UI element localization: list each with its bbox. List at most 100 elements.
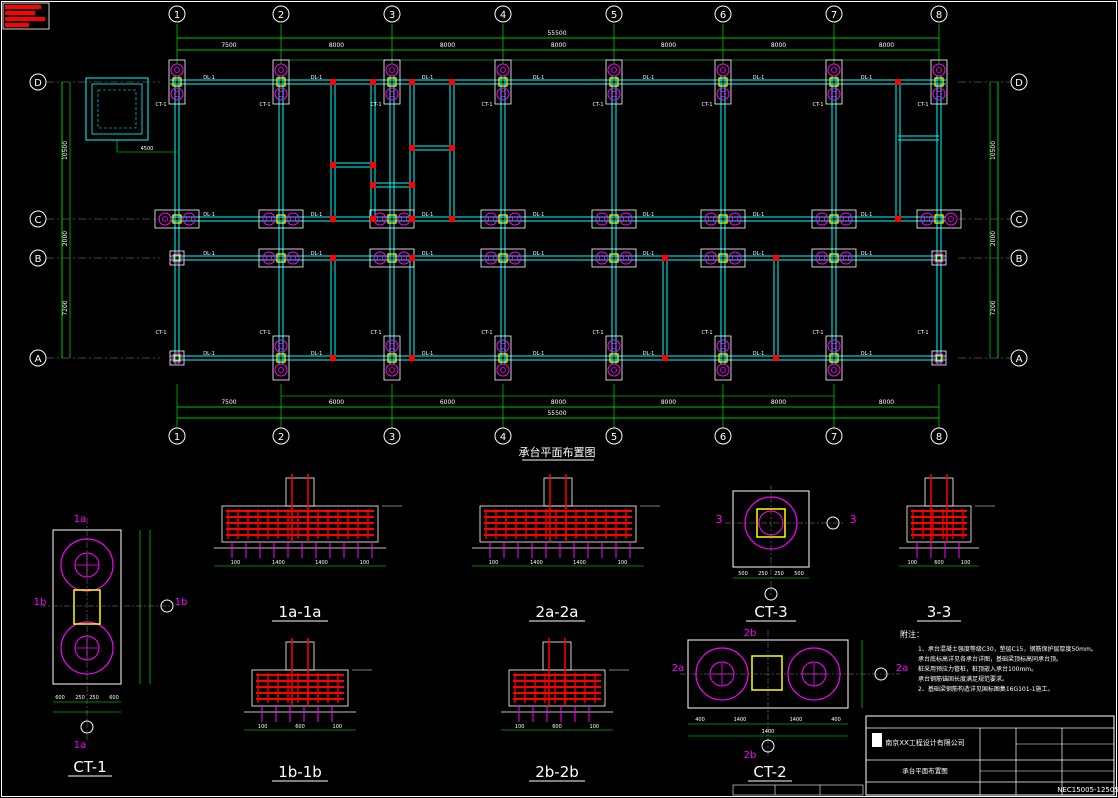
dim-top-0: 7500	[221, 42, 236, 49]
cap-label-d-1: CT-1	[259, 102, 270, 108]
cap-b-6-pile-0	[815, 251, 829, 265]
section-1b-dim-0: 100	[258, 724, 268, 730]
stub-column-22	[409, 145, 415, 151]
beam-label-c-0: DL-1	[203, 212, 215, 218]
cap-b-3-pile-core-1	[512, 255, 518, 261]
dim-left-1: 2000	[62, 231, 69, 246]
axis-label-bottom-0: 1	[174, 432, 180, 443]
cap-d-0-column	[172, 77, 182, 87]
cap-b-0	[169, 250, 185, 266]
cap-label-a-5: CT-1	[701, 330, 712, 336]
cap-d-5-column	[718, 77, 728, 87]
cap-c-0-pile-1	[182, 212, 196, 226]
section-3-dim-0: 100	[908, 560, 918, 566]
cap-c-0-outline	[154, 209, 200, 229]
beam-label-b-2: DL-1	[422, 251, 434, 257]
cap-a-4	[605, 335, 623, 381]
beam-label-b-4: DL-1	[643, 251, 655, 257]
axis-label-bottom-5: 6	[720, 432, 726, 443]
axis-label-top-4: 5	[611, 10, 617, 21]
cap-b-6-outline	[811, 248, 857, 268]
cap-d-2-pile-core-1	[389, 91, 395, 97]
section-2b-dim-2: 100	[590, 724, 600, 730]
beam-label-c-5: DL-1	[753, 212, 765, 218]
stub-column-5	[370, 216, 376, 222]
cap-a-4-pile-0	[607, 339, 621, 353]
cap-a-6	[825, 335, 843, 381]
stub-column-20	[370, 182, 376, 188]
dim-bottom-5: 8000	[771, 399, 786, 406]
beam-label-b-1: DL-1	[311, 251, 323, 257]
cap-a-1-pile-core-1	[278, 367, 284, 373]
cap-ct2-title: CT-2	[753, 763, 786, 781]
axis-label-top-0: 1	[174, 10, 180, 21]
cap-b-pile-0	[171, 252, 183, 264]
stub-column-3	[449, 79, 455, 85]
cap-d-5-pile-core-1	[720, 91, 726, 97]
cap-c-7-column	[934, 214, 944, 224]
cap-label-d-2: CT-1	[370, 102, 381, 108]
cap-d-2-pile-0	[385, 63, 399, 77]
cap-b-5-pile-1	[728, 251, 742, 265]
ct2-column	[751, 655, 783, 691]
stub-column-18	[330, 162, 336, 168]
axis-bubble-bottom-4	[605, 427, 623, 445]
cap-d-1-pile-0	[274, 63, 288, 77]
cap-b-1-pile-core-1	[290, 255, 296, 261]
cap-d-1-pile-core-0	[278, 67, 284, 73]
ct2-axis-bubble-r	[874, 667, 888, 681]
cap-d-4-outline	[605, 59, 623, 105]
cap-d-7-column	[934, 77, 944, 87]
axis-bubble-left-0	[29, 73, 47, 91]
cap-c-6-outline	[811, 209, 857, 229]
axis-label-bottom-6: 7	[831, 432, 837, 443]
cap-b-5	[700, 248, 746, 268]
cap-c-4-pile-1	[619, 212, 633, 226]
cap-a-1-pile-0	[274, 339, 288, 353]
cap-c-5-column	[718, 214, 728, 224]
beam-label-b-0: DL-1	[203, 251, 215, 257]
company-name: 南京XX工程设计有限公司	[885, 738, 965, 747]
cap-d-0-outline	[168, 59, 186, 105]
stub-column-19	[370, 162, 376, 168]
section-3: 100 600 100	[899, 474, 995, 567]
cap-b-2-pile-core-0	[377, 255, 383, 261]
section-3-dim-1: 600	[934, 560, 944, 566]
axis-label-left-0: D	[34, 78, 42, 89]
cap-c-6-column	[829, 214, 839, 224]
section-3-dim-2: 100	[961, 560, 971, 566]
cap-d-3-outline	[494, 59, 512, 105]
cap-c-3-pile-0	[484, 212, 498, 226]
cap-ct1-title: CT-1	[73, 758, 106, 776]
dim-right-2: 7200	[990, 300, 997, 315]
cap-d-7-pile-core-0	[936, 67, 942, 73]
cap-c-1-pile-0	[262, 212, 276, 226]
cap-a-4-pile-core-0	[611, 343, 617, 349]
axis-label-bottom-7: 8	[936, 432, 942, 443]
cap-b-4-pile-core-1	[623, 255, 629, 261]
cap-a-2	[383, 335, 401, 381]
cap-a-2-pile-1	[385, 363, 399, 377]
cap-c-0-pile-core-1	[186, 216, 192, 222]
cap-d-6-pile-core-1	[831, 91, 837, 97]
cap-b-6-pile-1	[839, 251, 853, 265]
stub-column-23	[449, 145, 455, 151]
cap-label-a-0: CT-1	[155, 330, 166, 336]
section-2b-title: 2b-2b	[535, 763, 579, 781]
axis-bubble-top-1	[272, 5, 290, 23]
axis-bubble-bottom-7	[930, 427, 948, 445]
ct2-dim-1: 1400	[734, 717, 747, 723]
beam-label-d-6: DL-1	[861, 75, 873, 81]
beam-label-c-6: DL-1	[861, 212, 873, 218]
cap-a-1	[272, 335, 290, 381]
beam-label-c-1: DL-1	[311, 212, 323, 218]
ct1-mark-left: 1b	[34, 597, 47, 608]
cap-d-3-pile-core-1	[500, 91, 506, 97]
cap-c-2-outline	[369, 209, 415, 229]
axis-bubble-top-2	[383, 5, 401, 23]
axis-bubble-left-2	[29, 249, 47, 267]
stub-column-10	[662, 255, 668, 261]
cap-d-2-pile-core-0	[389, 67, 395, 73]
cap-a-col-0	[173, 354, 181, 362]
